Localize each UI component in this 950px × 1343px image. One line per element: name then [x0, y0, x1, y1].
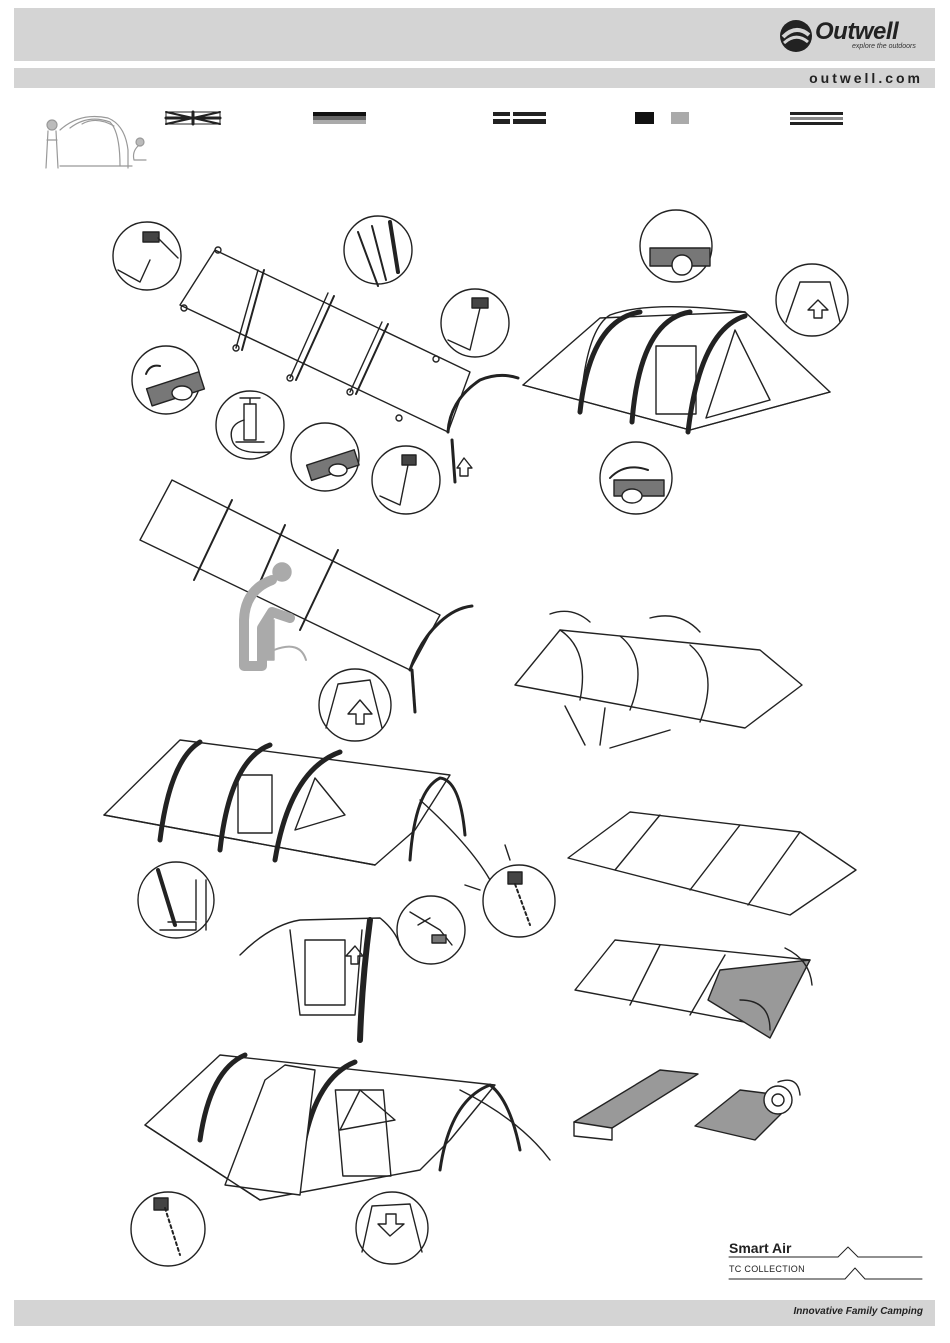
porch-arch-detail — [240, 918, 400, 1040]
uk-flag-icon — [166, 112, 220, 124]
valve-icon — [397, 896, 465, 964]
groundsheet-fold-1 — [515, 611, 802, 748]
mallet-icon — [372, 446, 440, 514]
valve-icon — [132, 346, 204, 414]
product-collection: TC COLLECTION — [729, 1264, 805, 1274]
groundsheet-fold-3 — [575, 940, 812, 1038]
product-name: Smart Air — [729, 1240, 792, 1256]
danish-flag-icon — [635, 112, 689, 124]
step3-pumping-tent — [140, 480, 472, 712]
groundsheet-rolled — [574, 1070, 800, 1140]
german-flag-icon — [313, 112, 366, 124]
valve-icon — [640, 210, 712, 282]
french-flag-icon — [790, 112, 843, 125]
step2-inflated-tent — [523, 307, 830, 432]
people-setup-icon — [46, 117, 146, 169]
door-icon — [776, 264, 848, 336]
valve-icon — [291, 423, 359, 491]
mallet-icon — [483, 865, 555, 937]
door-icon — [457, 458, 472, 476]
door-icon — [356, 1192, 428, 1264]
tent-peg-icon — [344, 216, 412, 286]
air-pump-icon — [216, 391, 284, 459]
groundsheet-fold-2 — [568, 812, 856, 915]
footer-slogan: Innovative Family Camping — [794, 1306, 923, 1317]
tent-peg-icon — [138, 862, 214, 938]
door-icon — [319, 669, 391, 741]
dutch-flag-icon — [493, 112, 546, 124]
mallet-icon — [441, 289, 509, 357]
mallet-icon — [113, 222, 181, 290]
step5-completed-tent — [145, 1055, 550, 1200]
mallet-icon — [131, 1192, 205, 1266]
valve-icon — [600, 442, 672, 514]
